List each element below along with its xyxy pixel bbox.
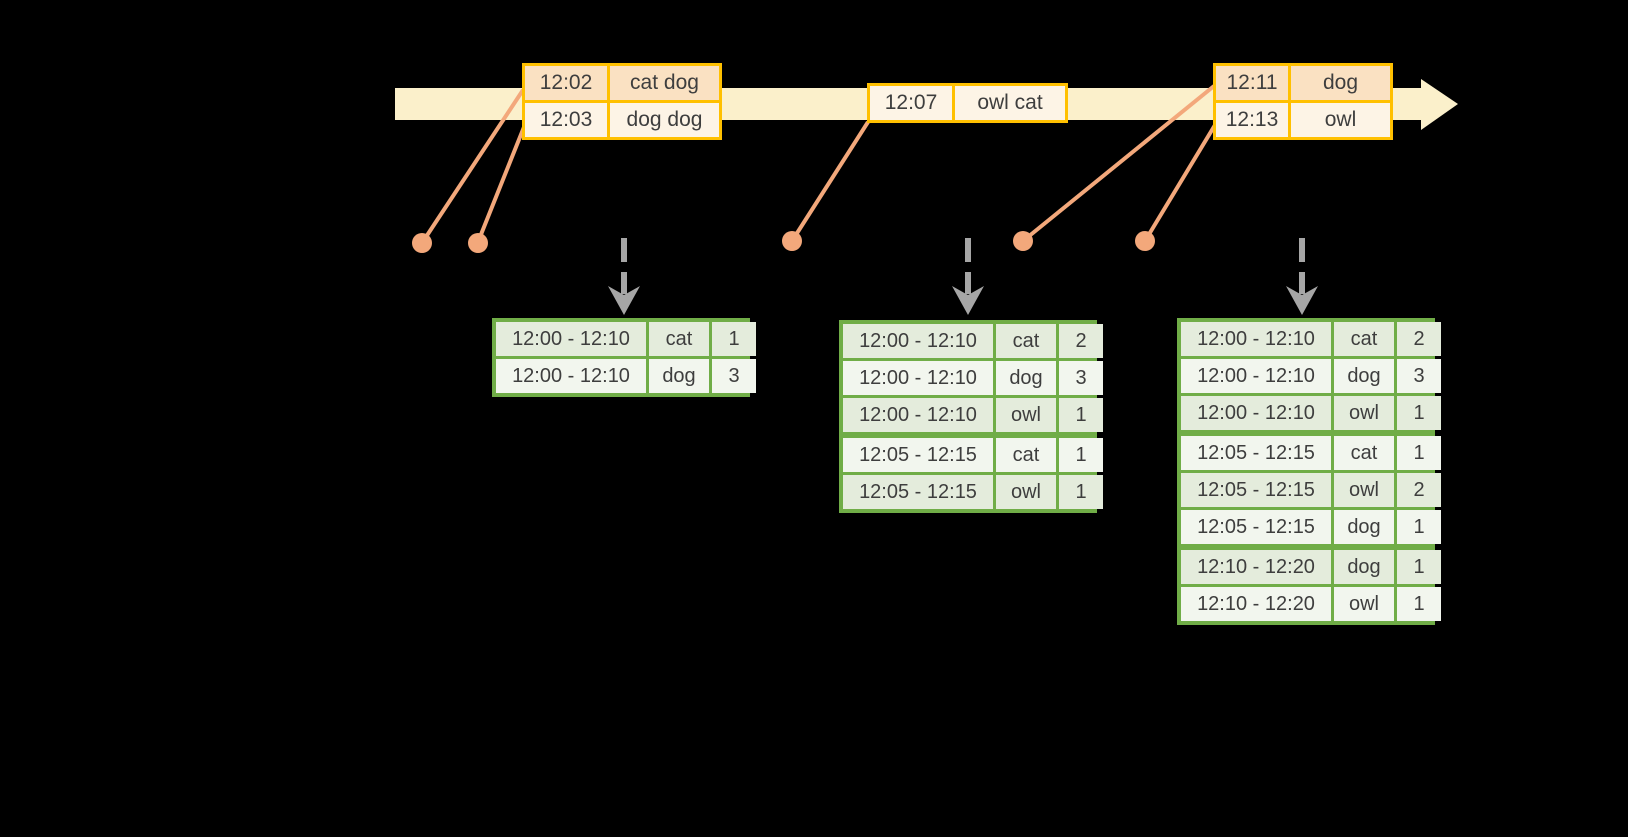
event-time-cell: 12:03 (525, 103, 607, 137)
window-cell: 12:00 - 12:10 (1181, 359, 1331, 393)
event-time-cell: 12:02 (525, 66, 607, 100)
word-cell: dog (1334, 550, 1394, 584)
event-table-3: 12:11 dog 12:13 owl (1213, 63, 1393, 140)
event-words-cell: cat dog (610, 66, 719, 100)
word-cell: cat (996, 438, 1056, 472)
window-cell: 12:05 - 12:15 (1181, 436, 1331, 470)
event-row: 12:07 owl cat (870, 86, 1065, 120)
window-cell: 12:00 - 12:10 (496, 359, 646, 393)
connector-line (790, 120, 870, 243)
event-words-cell: dog dog (610, 103, 719, 137)
connector-line (1021, 84, 1216, 243)
event-dot (1013, 231, 1033, 251)
event-row: 12:11 dog (1216, 66, 1390, 100)
event-time-cell: 12:11 (1216, 66, 1288, 100)
count-cell: 3 (1397, 359, 1441, 393)
event-words-cell: owl (1291, 103, 1390, 137)
event-connectors (420, 84, 1217, 245)
event-row: 12:03 dog dog (525, 103, 719, 137)
down-arrow-icon (608, 286, 640, 315)
result-row: 12:10 - 12:20 dog 1 (1181, 550, 1441, 584)
count-cell: 1 (1059, 398, 1103, 432)
trigger-arrows (621, 238, 1305, 294)
window-cell: 12:10 - 12:20 (1181, 587, 1331, 621)
timeline-arrowhead-icon (1421, 79, 1458, 130)
window-cell: 12:00 - 12:10 (1181, 322, 1331, 356)
window-cell: 12:05 - 12:15 (843, 438, 993, 472)
word-cell: cat (996, 324, 1056, 358)
word-cell: owl (1334, 396, 1394, 430)
connector-line (476, 126, 526, 243)
word-cell: owl (1334, 473, 1394, 507)
event-table-1: 12:02 cat dog 12:03 dog dog (522, 63, 722, 140)
count-cell: 2 (1397, 322, 1441, 356)
result-row: 12:00 - 12:10 cat 2 (843, 324, 1103, 358)
connector-line (420, 88, 525, 245)
window-cell: 12:00 - 12:10 (843, 361, 993, 395)
result-row: 12:10 - 12:20 owl 1 (1181, 587, 1441, 621)
result-table-3: 12:00 - 12:10 cat 2 12:00 - 12:10 dog 3 … (1177, 318, 1441, 625)
event-table-2: 12:07 owl cat (867, 83, 1068, 123)
word-cell: cat (1334, 322, 1394, 356)
count-cell: 1 (712, 322, 756, 356)
count-cell: 1 (1397, 550, 1441, 584)
down-arrow-icon (952, 286, 984, 315)
event-time-cell: 12:13 (1216, 103, 1288, 137)
word-cell: dog (1334, 359, 1394, 393)
word-cell: dog (649, 359, 709, 393)
window-cell: 12:05 - 12:15 (1181, 473, 1331, 507)
count-cell: 1 (1059, 438, 1103, 472)
word-cell: cat (1334, 436, 1394, 470)
result-row: 12:00 - 12:10 cat 2 (1181, 322, 1441, 356)
result-row: 12:00 - 12:10 owl 1 (1181, 396, 1441, 430)
count-cell: 1 (1397, 396, 1441, 430)
window-cell: 12:10 - 12:20 (1181, 550, 1331, 584)
event-words-cell: dog (1291, 66, 1390, 100)
event-dots (412, 231, 1155, 253)
result-row: 12:05 - 12:15 owl 1 (843, 475, 1103, 509)
result-row: 12:05 - 12:15 cat 1 (843, 438, 1103, 472)
window-cell: 12:00 - 12:10 (843, 398, 993, 432)
event-dot (782, 231, 802, 251)
word-cell: dog (1334, 510, 1394, 544)
result-row: 12:00 - 12:10 owl 1 (843, 398, 1103, 432)
result-row: 12:05 - 12:15 cat 1 (1181, 436, 1441, 470)
event-time-cell: 12:07 (870, 86, 952, 120)
count-cell: 3 (1059, 361, 1103, 395)
result-table-2: 12:00 - 12:10 cat 2 12:00 - 12:10 dog 3 … (839, 320, 1103, 513)
window-cell: 12:00 - 12:10 (1181, 396, 1331, 430)
word-cell: owl (996, 398, 1056, 432)
count-cell: 1 (1397, 587, 1441, 621)
result-row: 12:00 - 12:10 dog 3 (843, 361, 1103, 395)
result-row: 12:00 - 12:10 cat 1 (496, 322, 756, 356)
window-cell: 12:00 - 12:10 (496, 322, 646, 356)
result-row: 12:05 - 12:15 owl 2 (1181, 473, 1441, 507)
result-table-1: 12:00 - 12:10 cat 1 12:00 - 12:10 dog 3 (492, 318, 756, 397)
window-cell: 12:05 - 12:15 (1181, 510, 1331, 544)
event-dot (468, 233, 488, 253)
count-cell: 1 (1059, 475, 1103, 509)
window-cell: 12:00 - 12:10 (843, 324, 993, 358)
word-cell: dog (996, 361, 1056, 395)
result-row: 12:05 - 12:15 dog 1 (1181, 510, 1441, 544)
count-cell: 2 (1397, 473, 1441, 507)
event-dot (412, 233, 432, 253)
window-cell: 12:05 - 12:15 (843, 475, 993, 509)
event-dot (1135, 231, 1155, 251)
connector-line (1143, 123, 1217, 243)
word-cell: owl (1334, 587, 1394, 621)
trigger-arrowheads (608, 286, 1318, 315)
count-cell: 1 (1397, 510, 1441, 544)
count-cell: 2 (1059, 324, 1103, 358)
event-row: 12:13 owl (1216, 103, 1390, 137)
count-cell: 3 (712, 359, 756, 393)
event-words-cell: owl cat (955, 86, 1065, 120)
event-row: 12:02 cat dog (525, 66, 719, 100)
word-cell: cat (649, 322, 709, 356)
word-cell: owl (996, 475, 1056, 509)
down-arrow-icon (1286, 286, 1318, 315)
count-cell: 1 (1397, 436, 1441, 470)
result-row: 12:00 - 12:10 dog 3 (1181, 359, 1441, 393)
result-row: 12:00 - 12:10 dog 3 (496, 359, 756, 393)
